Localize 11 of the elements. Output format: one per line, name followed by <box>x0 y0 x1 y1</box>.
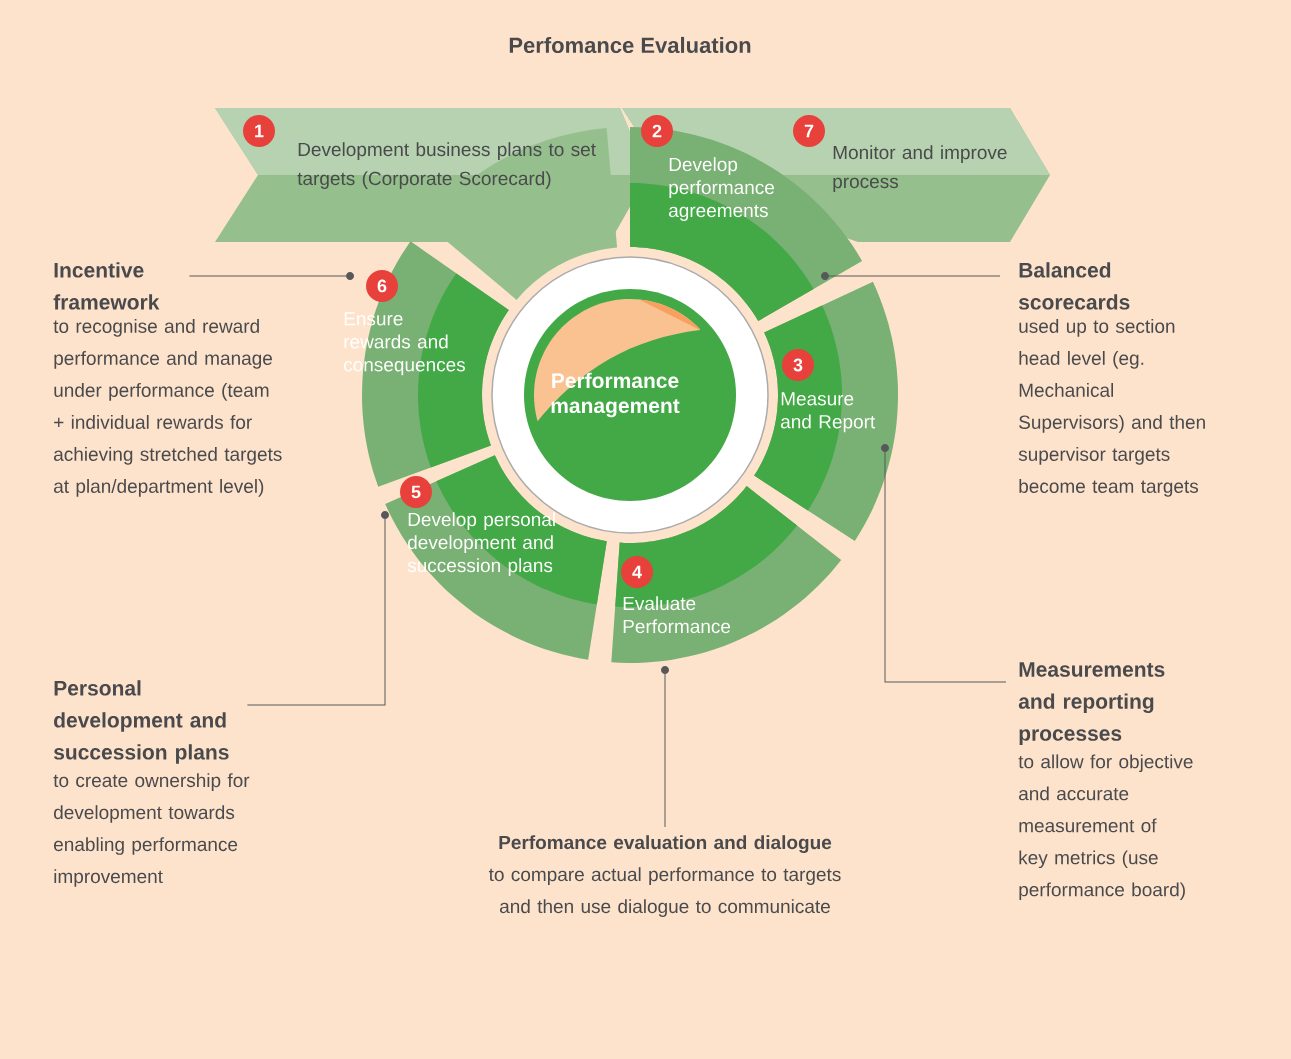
callout-text: Measurements and reporting processes to allow for objective and accurate measurement of key metrics (use performance board) <box>1018 662 1193 901</box>
callout-text: Personal development and succession plans to create ownership for development towards enabling performance improvement <box>53 680 250 887</box>
cycle-segment: 3 Measure and Report <box>754 281 898 541</box>
callout-text: Perfomance evaluation and dialogue to compare actual performance to targets and then use dialogue to communicate <box>488 835 841 917</box>
leader-line <box>664 673 666 828</box>
callout-text: Balanced scorecards used up to section head level (eg. Mechanical Supervisors) and then supervisor targets become team targets <box>1018 262 1205 497</box>
leader-line <box>246 518 386 706</box>
leader-line <box>884 451 1007 683</box>
leader-line <box>828 275 1001 277</box>
leader-line <box>188 275 347 277</box>
title: Perfomance Evaluation <box>509 36 751 54</box>
